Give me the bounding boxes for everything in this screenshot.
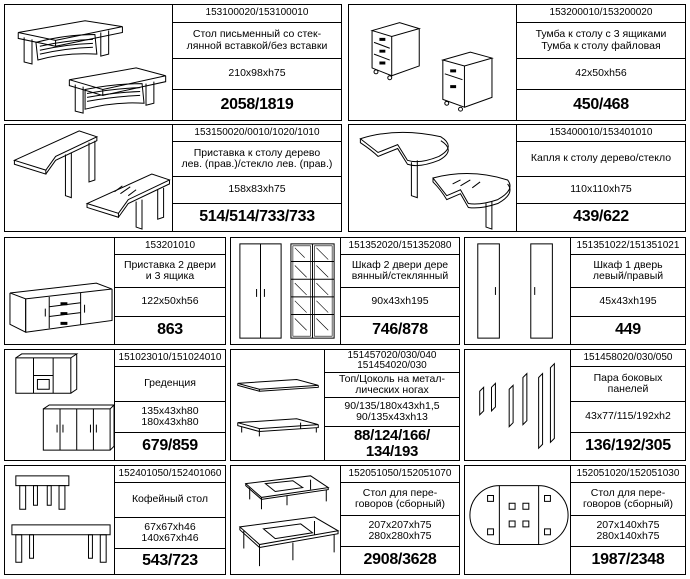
product-code: 151023010/151024010 (118, 351, 222, 363)
product-code: 153201010 (144, 239, 196, 251)
product-dimensions: 90x43xh195 (341, 287, 459, 316)
product-price: 543/723 (115, 548, 225, 574)
product-code: 152051050/152051070 (348, 467, 452, 479)
product-card-drop-table[interactable]: 153400010/153401010 Капля к столу дерево… (348, 124, 686, 232)
product-dimensions: 122x50xh56 (115, 287, 225, 316)
product-price: 88/124/166/ 134/193 (325, 426, 459, 460)
product-price: 449 (571, 316, 685, 344)
product-dimensions: 67x67xh46 140x67xh46 (115, 517, 225, 548)
product-name: Тумба к столу с 3 ящиками Тумба к столу … (517, 22, 685, 58)
product-code: 153150020/0010/1020/1010 (194, 126, 320, 138)
product-name: Капля к столу дерево/стекло (517, 141, 685, 176)
product-price: 450/468 (517, 89, 685, 120)
drop-table-icon (349, 125, 517, 231)
product-price: 2058/1819 (173, 89, 341, 120)
product-card-pedestal[interactable]: 153200010/153200020 Тумба к столу с 3 ящ… (348, 4, 686, 121)
product-name: Стол для пере- говоров (сборный) (341, 482, 459, 515)
product-price: 439/622 (517, 203, 685, 231)
coffee-table-icon (5, 466, 117, 574)
product-card-extension[interactable]: 153150020/0010/1020/1010 Приставка к сто… (4, 124, 342, 232)
meeting-table-oval-icon (465, 466, 573, 574)
product-card-wardrobe-single[interactable]: 151351022/151351021 Шкаф 1 дверь левый/п… (464, 237, 686, 345)
product-dimensions: 210x98xh75 (173, 58, 341, 89)
product-code: 151458020/030/050 (583, 351, 673, 363)
product-dimensions: 43x77/115/192xh2 (571, 401, 685, 432)
product-price: 514/514/733/733 (173, 203, 341, 231)
product-dimensions: 207x207xh75 280x280xh75 (341, 515, 459, 546)
product-dimensions: 45x43xh195 (571, 287, 685, 316)
product-name: Приставка к столу дерево лев. (прав.)/ст… (173, 141, 341, 176)
product-card-desk[interactable]: 153100020/153100010 Стол письменный со с… (4, 4, 342, 121)
top-plinth-icon (231, 350, 327, 460)
product-code: 151352020/151352080 (348, 239, 452, 251)
product-name: Кофейный стол (115, 482, 225, 517)
product-name: Стол для пере- говоров (сборный) (571, 482, 685, 515)
product-name: Шкаф 2 двери дере вянный/стеклянный (341, 254, 459, 287)
product-card-coffee-table[interactable]: 152401050/152401060 Кофейный стол 67x67x… (4, 465, 226, 575)
product-dimensions: 42x50xh56 (517, 58, 685, 89)
product-code: 153200010/153200020 (549, 7, 653, 19)
product-name: Приставка 2 двери и 3 ящика (115, 254, 225, 287)
product-dimensions: 135x43xh80 180x43xh80 (115, 401, 225, 432)
sideboard-icon (5, 238, 117, 344)
product-dimensions: 207x140xh75 280x140xh75 (571, 515, 685, 546)
product-price: 2908/3628 (341, 546, 459, 574)
product-name: Шкаф 1 дверь левый/правый (571, 254, 685, 287)
product-card-side-panels[interactable]: 151458020/030/050 Пара боковых панелей 4… (464, 349, 686, 461)
product-price: 863 (115, 316, 225, 344)
product-name: Стол письменный со стек- лянной вставкой… (173, 22, 341, 58)
product-code: 153400010/153401010 (549, 126, 653, 138)
product-price: 1987/2348 (571, 546, 685, 574)
product-card-credenza[interactable]: 151023010/151024010 Греденция 135x43xh80… (4, 349, 226, 461)
drawer-pedestal-icon (349, 5, 517, 120)
product-code: 153100020/153100010 (205, 7, 309, 19)
product-dimensions: 90/135/180x43xh1,5 90/135x43xh13 (325, 397, 459, 426)
wardrobe-single-icon (465, 238, 573, 344)
wardrobe-double-icon (231, 238, 343, 344)
product-price: 679/859 (115, 432, 225, 460)
product-code: 151457020/030/040 151454020/030 (347, 349, 437, 371)
product-name: Пара боковых панелей (571, 366, 685, 401)
product-dimensions: 158x83xh75 (173, 176, 341, 203)
product-card-wardrobe-double[interactable]: 151352020/151352080 Шкаф 2 двери дере вя… (230, 237, 460, 345)
product-card-meeting-oval[interactable]: 152051020/152051030 Стол для пере- говор… (464, 465, 686, 575)
product-name: Топ/Цоколь на метал- лических ногах (325, 372, 459, 397)
product-price: 746/878 (341, 316, 459, 344)
meeting-table-square-icon (231, 466, 343, 574)
side-panels-icon (465, 350, 573, 460)
product-price: 136/192/305 (571, 432, 685, 460)
product-dimensions: 110x110xh75 (517, 176, 685, 203)
product-code: 152401050/152401060 (118, 467, 222, 479)
credenza-icon (5, 350, 117, 460)
product-code: 152051020/152051030 (576, 467, 680, 479)
desk-extension-icon (5, 125, 173, 231)
product-card-meeting-square[interactable]: 152051050/152051070 Стол для пере- говор… (230, 465, 460, 575)
product-code: 151351022/151351021 (576, 239, 680, 251)
product-card-sideboard[interactable]: 153201010 Приставка 2 двери и 3 ящика 12… (4, 237, 226, 345)
product-card-top-plinth[interactable]: 151457020/030/040 151454020/030 Топ/Цоко… (230, 349, 460, 461)
product-name: Греденция (115, 366, 225, 401)
desk-icon (5, 5, 173, 120)
